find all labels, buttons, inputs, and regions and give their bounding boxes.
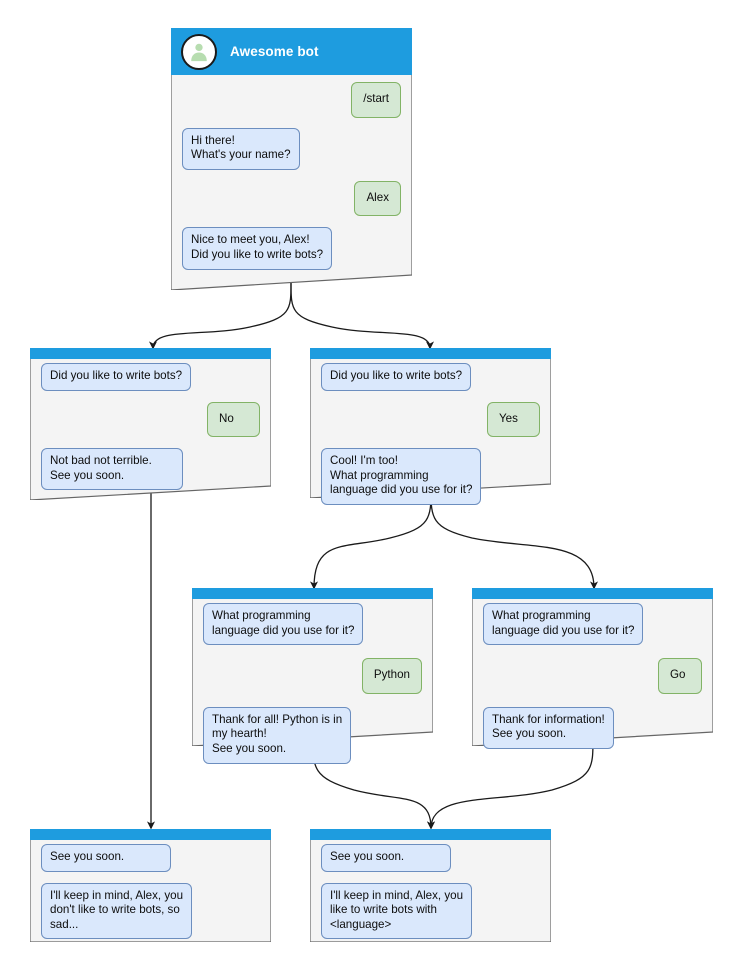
user-message-bubble: Yes [487,401,540,438]
chat-row: See you soon. [41,844,260,872]
chat-row: Python [203,658,422,694]
chat-row: Not bad not terrible. See you soon. [41,448,260,491]
chat-row: No [41,401,260,438]
chat-row: Go [483,658,702,694]
user-message-bubble: /start [351,82,401,118]
card-yes-branch[interactable]: Did you like to write bots? Yes Cool! I'… [310,348,551,505]
bot-message-bubble: Did you like to write bots? [321,363,472,391]
chat-row: Did you like to write bots? [41,363,260,391]
bot-message-bubble: What programming language did you use fo… [483,603,644,646]
end-positive-chat-list: See you soon. I'll keep in mind, Alex, y… [310,844,551,940]
card-header-bar [192,588,433,599]
chat-row: Nice to meet you, Alex! Did you like to … [182,227,401,270]
bot-message-bubble: Nice to meet you, Alex! Did you like to … [182,227,333,270]
card-go-branch[interactable]: What programming language did you use fo… [472,588,713,749]
card-no-branch[interactable]: Did you like to write bots? No Not bad n… [30,348,271,500]
connector-root-to-no [148,282,292,350]
user-message-bubble: Python [361,658,422,694]
chat-row: What programming language did you use fo… [483,603,702,646]
card-end-positive[interactable]: See you soon. I'll keep in mind, Alex, y… [310,829,551,942]
chat-row: What programming language did you use fo… [203,603,422,646]
user-message-bubble: Alex [354,180,401,217]
card-python-branch[interactable]: What programming language did you use fo… [192,588,433,764]
chat-row: Did you like to write bots? [321,363,540,391]
bot-message-bubble: What programming language did you use fo… [203,603,364,646]
bot-message-bubble: Thank for information! See you soon. [483,706,614,749]
bot-message-bubble: Hi there! What's your name? [182,127,300,170]
card-header-bar [30,348,271,359]
chat-row: Thank for information! See you soon. [483,706,702,749]
connector-go-to-end-positive [426,738,594,830]
root-card-header: Awesome bot [171,28,412,75]
end-negative-chat-list: See you soon. I'll keep in mind, Alex, y… [30,844,271,940]
connector-root-to-yes [290,282,435,350]
chat-row: See you soon. [321,844,540,872]
card-header-bar [472,588,713,599]
person-avatar-icon [181,33,217,70]
root-chat-list: /start Hi there! What's your name? Alex … [171,82,412,270]
chat-row: I'll keep in mind, Alex, you like to wri… [321,882,540,940]
bot-message-bubble: Cool! I'm too! What programming language… [321,448,482,505]
card-header-bar [30,829,271,840]
bot-message-bubble: I'll keep in mind, Alex, you like to wri… [321,882,473,940]
bot-message-bubble: Not bad not terrible. See you soon. [41,448,183,491]
python-branch-chat-list: What programming language did you use fo… [192,603,433,764]
user-message-bubble: Go [658,658,702,694]
chat-row: Hi there! What's your name? [182,127,401,170]
chat-row: Thank for all! Python is in my hearth! S… [203,706,422,764]
card-header-bar [310,348,551,359]
bot-message-bubble: See you soon. [41,844,171,872]
card-root[interactable]: Awesome bot /start Hi there! What's your… [171,28,412,290]
go-branch-chat-list: What programming language did you use fo… [472,603,713,749]
card-end-negative[interactable]: See you soon. I'll keep in mind, Alex, y… [30,829,271,942]
chat-row: Cool! I'm too! What programming language… [321,448,540,505]
chat-row: /start [182,82,401,118]
user-message-bubble: No [207,401,260,438]
bot-message-bubble: Did you like to write bots? [41,363,192,391]
bot-message-bubble: I'll keep in mind, Alex, you don't like … [41,882,193,940]
bot-message-bubble: See you soon. [321,844,451,872]
chat-row: Yes [321,401,540,438]
chat-row: I'll keep in mind, Alex, you don't like … [41,882,260,940]
no-branch-chat-list: Did you like to write bots? No Not bad n… [30,363,271,491]
root-card-title: Awesome bot [230,44,319,59]
bot-message-bubble: Thank for all! Python is in my hearth! S… [203,706,352,764]
card-header-bar [310,829,551,840]
yes-branch-chat-list: Did you like to write bots? Yes Cool! I'… [310,363,551,505]
chat-row: Alex [182,180,401,217]
